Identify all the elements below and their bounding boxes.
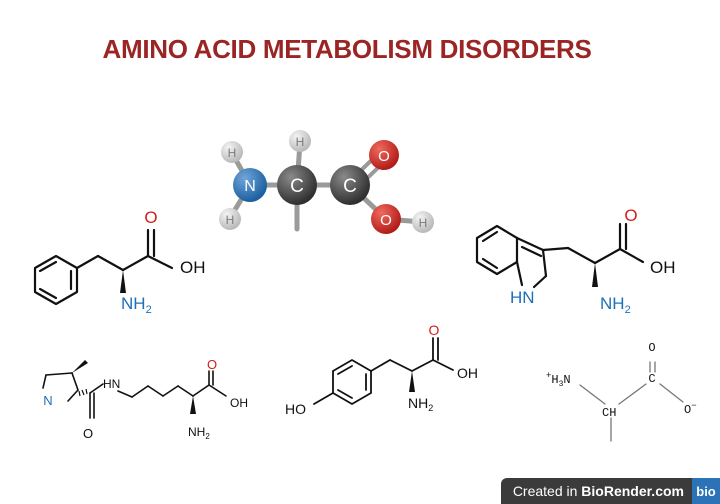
hydroxyl-label: OH — [230, 396, 248, 410]
tyrosine-structure: O OH HO NH2 — [285, 322, 478, 417]
atom-label: H — [296, 135, 305, 149]
hydrogen-atom — [289, 130, 311, 152]
amine-label: NH2 — [121, 294, 152, 316]
oxygen-label: O — [429, 322, 440, 338]
zwitterion-structure: O +H3N CH C O− — [546, 341, 697, 442]
atom-label: H — [419, 216, 428, 230]
atom-label: C — [343, 176, 357, 197]
amine-label: NH2 — [600, 294, 631, 316]
amine-label: NH2 — [188, 425, 210, 441]
carboxylate-oxygen-label: O− — [684, 401, 697, 417]
atom-label: N — [244, 178, 256, 195]
carbon-atom — [277, 165, 317, 205]
ammonium-label: +H3N — [546, 371, 571, 389]
hydrogen-atom — [412, 211, 434, 233]
carbon-atom — [330, 165, 370, 205]
pyrrolysine-structure: N HN O O OH NH2 — [42, 357, 248, 441]
atom-label: H — [226, 213, 235, 227]
biorender-credit-badge[interactable]: Created in BioRender.com bio — [500, 478, 720, 504]
oxygen-label: O — [207, 357, 217, 372]
oxygen-label: O — [144, 208, 157, 227]
indole-nh-label: HN — [510, 288, 535, 307]
oxygen-label: O — [624, 206, 637, 225]
oxygen-atom — [371, 204, 401, 234]
hydrogen-atom — [221, 141, 243, 163]
ball-and-stick-alanine: H H H H N C C O O — [219, 130, 434, 234]
atom-label: O — [380, 212, 392, 229]
hydroxyl-label: OH — [180, 258, 206, 277]
biorender-logo-icon: bio — [692, 478, 720, 504]
amine-label: NH2 — [408, 395, 433, 413]
tryptophan-structure: O OH HN NH2 — [475, 206, 676, 316]
phenol-hydroxyl-label: HO — [285, 401, 306, 417]
atom-label: C — [290, 176, 304, 197]
phenylalanine-structure: O OH NH2 — [33, 208, 206, 316]
hydrogen-atom — [219, 208, 241, 230]
oxygen-atom — [369, 140, 399, 170]
amide-nh-label: HN — [103, 377, 120, 391]
ring-nitrogen-label: N — [43, 393, 52, 408]
carboxyl-carbon-label: C — [648, 372, 655, 386]
atom-label: H — [228, 146, 237, 160]
atom-label: O — [378, 148, 390, 165]
credit-text: Created in BioRender.com — [512, 483, 684, 499]
alpha-carbon-label: CH — [602, 406, 616, 420]
page-title: AMINO ACID METABOLISM DISORDERS — [102, 34, 592, 64]
oxygen-label: O — [648, 341, 655, 355]
carbonyl-oxygen-label: O — [83, 426, 93, 441]
hydroxyl-label: OH — [457, 365, 478, 381]
nitrogen-atom — [233, 168, 267, 202]
hydroxyl-label: OH — [650, 258, 676, 277]
